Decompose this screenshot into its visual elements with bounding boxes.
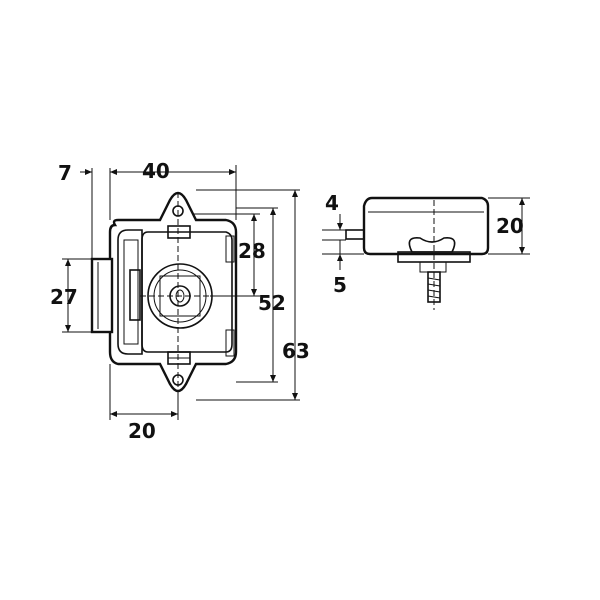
dim-flange-offset: 7 (58, 161, 72, 185)
dim-bolt-offset: 5 (333, 273, 347, 297)
side-housing (362, 196, 490, 256)
dim-top-offset: 4 (325, 191, 339, 215)
dim-depth: 20 (496, 214, 524, 238)
side-bolt-stub (345, 229, 365, 240)
side-view: 4 5 20 (322, 191, 530, 310)
bolt-rail (117, 229, 143, 355)
latch-tongue (129, 269, 141, 321)
dim-cam-height: 28 (238, 239, 266, 263)
bolt-rail-inner (123, 239, 139, 345)
dim-overall-height: 63 (282, 339, 310, 363)
dim-bottom-width: 20 (128, 419, 156, 443)
dim-overall-width: 40 (142, 159, 170, 183)
lock-body-outline (108, 191, 238, 393)
dim-body-height: 52 (258, 291, 286, 315)
dim-cylinder-height: 27 (50, 285, 78, 309)
cylinder-block (90, 257, 114, 334)
front-view: 7 40 27 20 28 52 63 (50, 159, 310, 443)
